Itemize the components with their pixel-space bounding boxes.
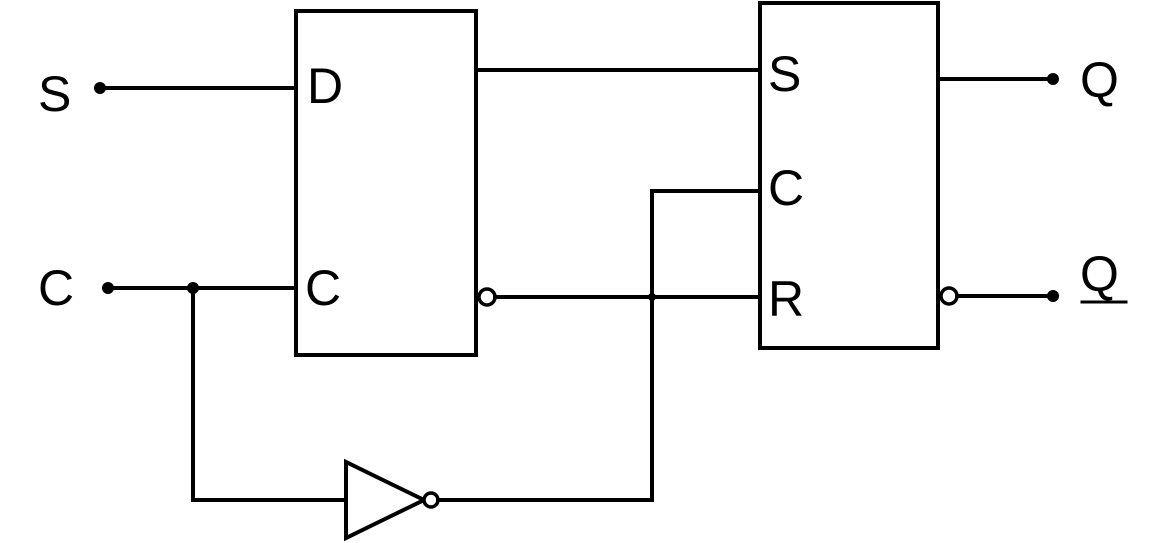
- input-s-terminal: [94, 82, 106, 94]
- input-c-terminal: [102, 282, 114, 294]
- crossing-dot: [648, 293, 656, 301]
- output-q-terminal: [1047, 73, 1059, 85]
- input-c-label: C: [38, 260, 74, 316]
- rs-latch-r-label: R: [768, 271, 804, 327]
- output-qbar-label: Q: [1080, 246, 1119, 302]
- wire-c-to-inverter: [191, 286, 348, 502]
- input-s-label: S: [38, 66, 71, 122]
- rs-latch-box: [758, 1, 940, 350]
- inverter-gate: [344, 458, 429, 542]
- rs-latch-c-label: C: [768, 160, 804, 216]
- d-latch-c-label: C: [305, 260, 341, 316]
- wire-inverter-to-rs-c: [436, 189, 762, 502]
- d-latch-qbar-bubble: [477, 287, 497, 307]
- rs-latch-s-label: S: [768, 46, 801, 102]
- output-qbar-terminal: [1047, 290, 1059, 302]
- output-q-label: Q: [1080, 52, 1119, 108]
- d-latch-box: [294, 9, 478, 357]
- inverter-bubble: [422, 491, 440, 509]
- d-latch-d-label: D: [307, 58, 343, 114]
- rs-latch-qbar-bubble: [939, 286, 959, 306]
